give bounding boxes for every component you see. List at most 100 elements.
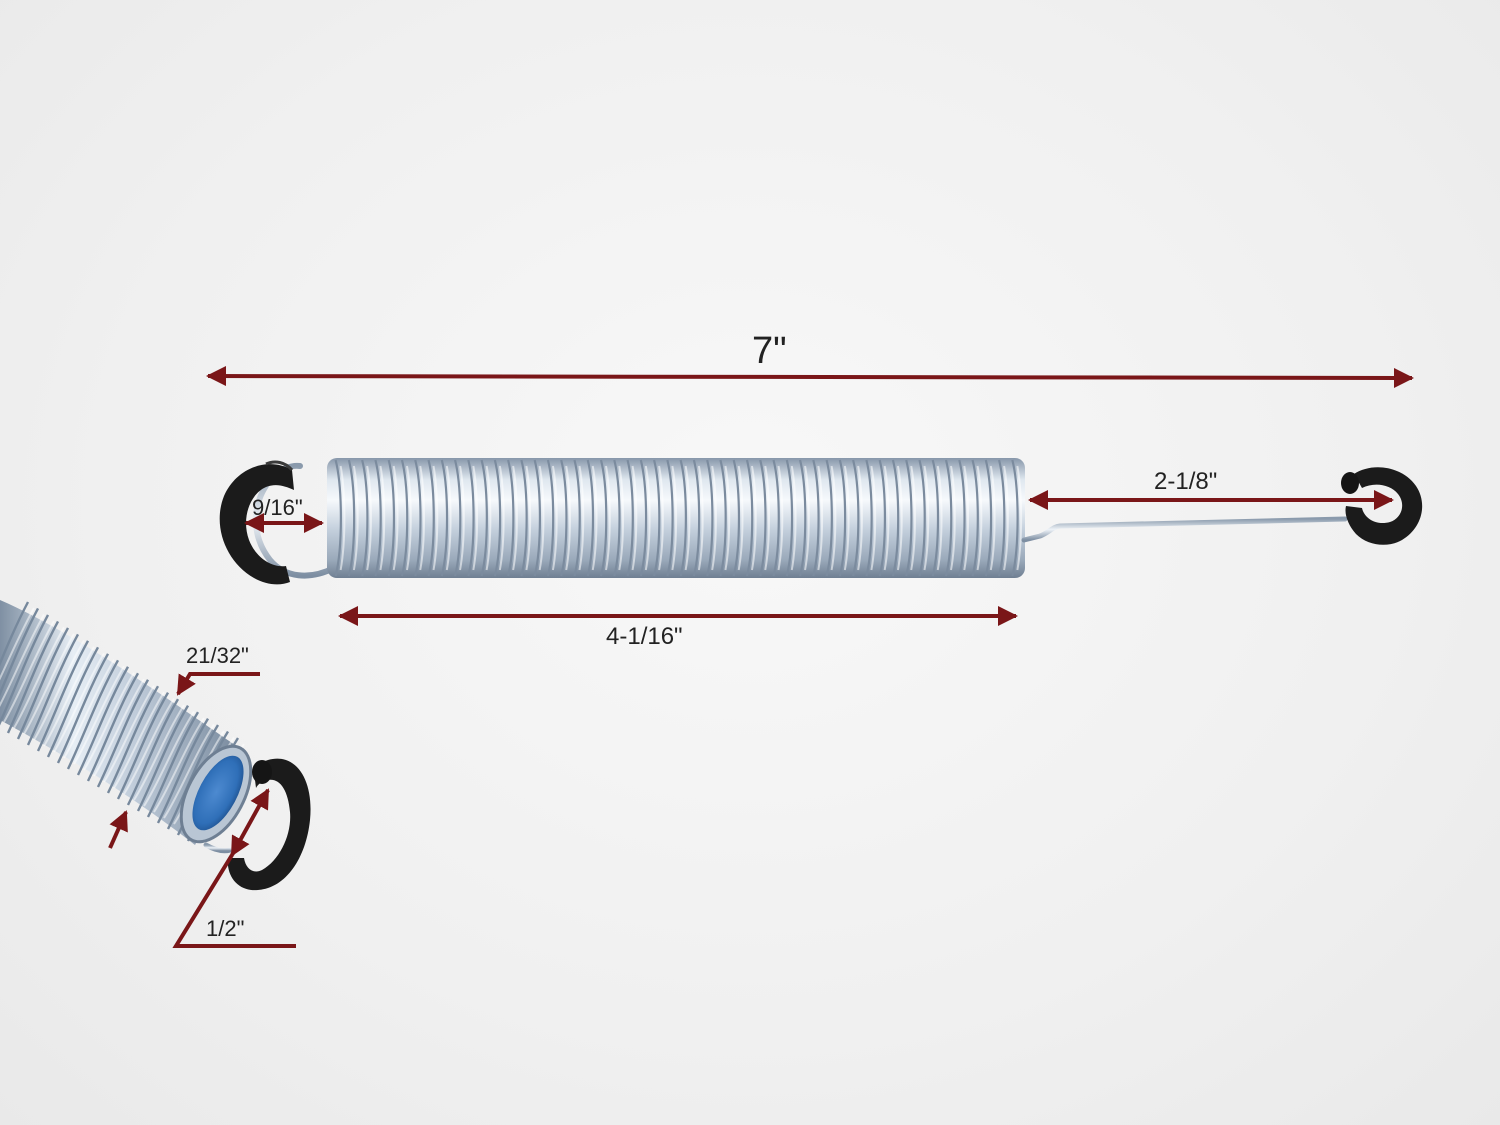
closeup-coil-turn — [46, 646, 100, 758]
coil-turn-highlight — [578, 465, 585, 571]
closeup-coil-turn-highlight — [13, 626, 65, 729]
coil-turn — [613, 459, 621, 577]
closeup-coil-turn-highlight — [123, 698, 175, 795]
coil-turn-highlight — [591, 465, 598, 571]
closeup-coil-turn — [26, 633, 80, 746]
coil-turn-highlight — [644, 465, 651, 571]
left-hook-cover — [219, 464, 294, 585]
closeup-coil-turn — [86, 672, 140, 782]
closeup-coil-turns — [0, 601, 245, 842]
coil-turn-highlight — [896, 465, 903, 571]
coil-turn-highlight — [923, 465, 930, 571]
coil-turn — [984, 459, 993, 577]
coil-turn — [586, 459, 595, 577]
coil-turn — [480, 459, 488, 577]
closeup-coil-turn-highlight — [53, 652, 105, 753]
coil-turn — [599, 459, 608, 577]
coil-turn-highlight — [379, 465, 386, 571]
coil-turn-highlight — [737, 465, 744, 571]
right-hook-wire — [1021, 516, 1348, 543]
coil-turn-highlight — [724, 465, 731, 571]
coil-turn — [626, 459, 634, 577]
coil-turn — [347, 459, 356, 577]
closeup-coil-turn-highlight — [0, 613, 45, 708]
coil-turn-highlight — [684, 465, 691, 571]
coil-turn — [520, 459, 528, 577]
coil-turn — [891, 459, 900, 577]
closeup-coil-turn-highlight — [83, 672, 135, 771]
coil-turn-highlight — [843, 465, 850, 571]
coil-turn — [732, 459, 741, 577]
closeup-coil-turn — [0, 614, 50, 726]
coil-turn-highlight — [950, 465, 956, 571]
closeup-coil-turn — [36, 640, 90, 752]
coil-diameter-label: 21/32" — [186, 643, 249, 668]
coil-turn-highlight — [432, 465, 439, 571]
coil-turn — [865, 459, 873, 577]
closeup-coil-turn-highlight — [153, 717, 205, 813]
closeup-coil-turn — [116, 692, 170, 800]
closeup-spring — [0, 600, 311, 891]
coil-turn — [998, 459, 1006, 577]
hook-end-length-label: 2-1/8" — [1154, 468, 1218, 495]
coil-turn-highlight — [512, 465, 518, 571]
coil-turn — [414, 459, 422, 577]
coil-turn — [772, 459, 780, 577]
coil-turn — [958, 459, 966, 577]
coil-turn-highlight — [405, 465, 412, 571]
coil-turns — [334, 459, 1023, 577]
coil-turn — [878, 459, 886, 577]
coil-turn — [706, 459, 714, 577]
closeup-coil-turn-highlight — [133, 704, 185, 801]
closeup-coil-turn-highlight — [43, 646, 95, 747]
dimension-arrows — [108, 366, 1414, 948]
coil-turn-highlight — [936, 465, 943, 571]
coil-turn — [546, 459, 555, 577]
coil-diameter-arrow-lower — [108, 810, 128, 849]
hook-diameter-leader — [172, 853, 296, 948]
coil-turn — [467, 459, 475, 577]
coil-turn — [971, 459, 979, 577]
coil-turn-highlight — [764, 465, 770, 571]
coil-turn — [493, 459, 502, 577]
closeup-coil-turn-highlight — [143, 711, 195, 807]
coil-turn — [387, 459, 396, 577]
coil-turn-highlight — [392, 465, 399, 571]
coil-turn-highlight — [498, 465, 505, 571]
coil-turn — [453, 459, 462, 577]
coil-turn — [374, 459, 382, 577]
coil-turn-highlight — [525, 465, 532, 571]
coil-turn-highlight — [790, 465, 797, 571]
coil-turn — [918, 459, 926, 577]
closeup-coil-turn — [136, 705, 190, 812]
coil-turn-highlight — [366, 465, 372, 571]
coil-turn-highlight — [631, 465, 638, 571]
closeup-coil-turn-highlight — [103, 685, 155, 783]
coil-turn — [944, 459, 953, 577]
coil-turn-highlight — [551, 465, 558, 571]
coil-turn-highlight — [618, 465, 625, 571]
coil-turn — [334, 459, 342, 577]
coil-turn — [1011, 459, 1019, 577]
coil-turn — [653, 459, 661, 577]
coil-turn — [533, 459, 541, 577]
closeup-coil-turn — [156, 717, 210, 824]
coil-turn-highlight — [830, 465, 837, 571]
coil-turn — [931, 459, 940, 577]
overall-length-arrow — [206, 366, 1414, 388]
coil-turn-highlight — [1003, 465, 1009, 571]
coil-body-length-label: 4-1/16" — [606, 623, 683, 650]
coil-turn-highlight — [750, 465, 757, 571]
coil-turn-highlight — [658, 465, 664, 571]
coil-turn — [838, 459, 847, 577]
coil-turn — [573, 459, 581, 577]
coil-turn-highlight — [976, 465, 983, 571]
closeup-coil-turn-highlight — [163, 724, 215, 819]
coil-turn — [666, 459, 674, 577]
coil-turn — [427, 459, 435, 577]
coil-turn-highlight — [605, 465, 611, 571]
coil-turn-highlight — [1016, 465, 1023, 571]
coil-turn-highlight — [711, 465, 717, 571]
closeup-coil-turn-highlight — [113, 691, 165, 789]
